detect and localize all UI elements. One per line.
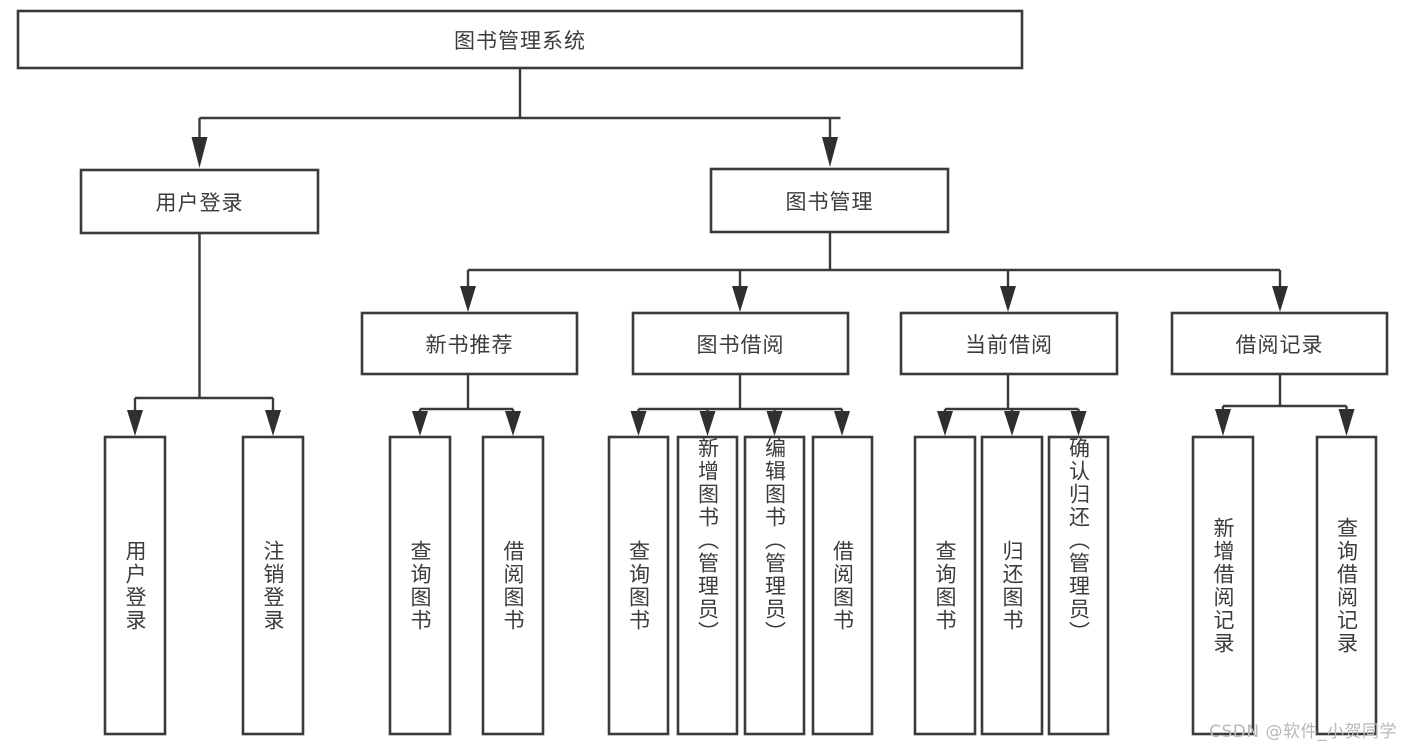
arrow-icon-leaf-return-book — [1004, 411, 1020, 436]
connector-bookmgmt-to-level3 — [460, 232, 1288, 312]
arrow-icon-leaf-confirm-return — [1070, 411, 1087, 436]
node-box-leaf-borrow-book-1[interactable] — [481, 435, 545, 736]
arrow-icon-borrow-record — [1272, 286, 1288, 312]
arrow-icon-leaf-borrow-book-2 — [834, 411, 850, 436]
arrow-icon-leaf-logout — [265, 410, 281, 436]
node-box-leaf-query-borrow-record[interactable] — [1315, 435, 1378, 736]
node-box-current-borrow[interactable] — [899, 311, 1119, 376]
node-box-leaf-query-book-2[interactable] — [607, 435, 670, 736]
connector-borrowrecord-to-leaves — [1215, 374, 1355, 436]
node-box-leaf-add-borrow-record[interactable] — [1191, 435, 1255, 736]
node-box-leaf-confirm-return[interactable] — [1047, 435, 1110, 736]
node-box-leaf-add-book[interactable] — [676, 435, 739, 736]
connector-bookborrow-to-leaves — [630, 374, 850, 436]
connector-userlogin-to-leaves — [127, 233, 281, 436]
node-box-user-login[interactable] — [79, 168, 320, 235]
node-box-borrow-record[interactable] — [1170, 311, 1389, 376]
arrow-icon-leaf-query-record — [1338, 409, 1355, 436]
node-box-root[interactable] — [16, 9, 1024, 70]
arrow-icon-user-login — [191, 137, 208, 168]
node-box-new-book-recommend[interactable] — [360, 311, 579, 376]
arrow-icon-leaf-edit-book — [766, 411, 783, 436]
connector-root-to-level2 — [191, 68, 841, 168]
arrow-icon-leaf-query-book-3 — [937, 411, 953, 436]
arrow-icon-leaf-add-record — [1215, 409, 1231, 436]
arrow-icon-book-management — [822, 137, 838, 167]
arrow-icon-leaf-add-book — [699, 411, 716, 436]
node-box-leaf-return-book[interactable] — [980, 435, 1044, 736]
arrow-icon-leaf-query-book-2 — [630, 411, 647, 436]
node-box-leaf-query-book-3[interactable] — [913, 435, 977, 736]
arrow-icon-book-borrow — [732, 286, 748, 312]
arrow-icon-new-book — [460, 286, 476, 312]
node-box-leaf-borrow-book-2[interactable] — [811, 435, 874, 736]
arrow-icon-leaf-query-book-1 — [412, 411, 428, 436]
node-box-book-management[interactable] — [709, 167, 950, 234]
node-box-book-borrow[interactable] — [631, 311, 850, 376]
node-box-leaf-user-login[interactable] — [103, 435, 167, 736]
node-box-leaf-query-book-1[interactable] — [388, 435, 452, 736]
arrow-icon-leaf-borrow-book-1 — [505, 411, 521, 436]
connector-newbook-to-leaves — [412, 374, 521, 436]
node-box-leaf-edit-book[interactable] — [743, 435, 806, 736]
arrow-icon-leaf-user-login — [127, 410, 143, 436]
node-box-leaf-logout-login[interactable] — [241, 435, 305, 736]
connector-currentborrow-to-leaves — [937, 374, 1087, 436]
arrow-icon-current-borrow — [1000, 286, 1016, 312]
